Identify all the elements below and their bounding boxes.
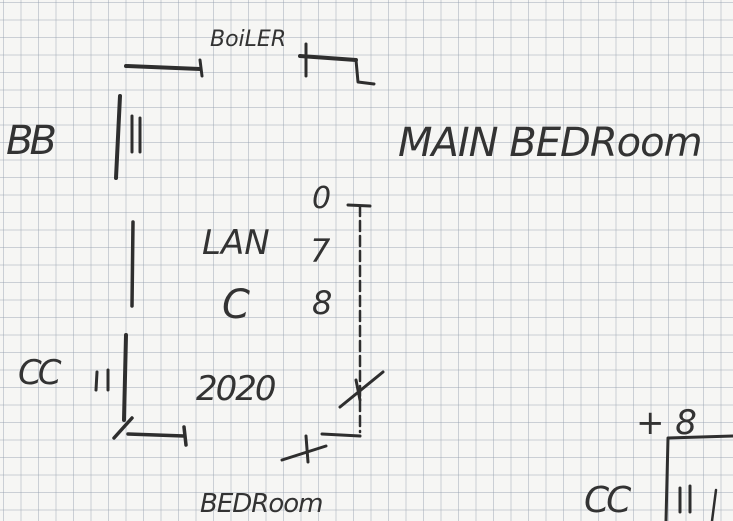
label-bedroom: BEDRoom bbox=[200, 489, 323, 519]
label-c: C bbox=[222, 282, 250, 328]
label-bb: BB bbox=[6, 118, 54, 164]
right-room-inner-wall bbox=[710, 488, 718, 521]
side-mark-7: 7 bbox=[310, 232, 331, 270]
left-wall-upper bbox=[114, 94, 122, 180]
side-mark-8: 8 bbox=[312, 284, 332, 322]
tally-mark-cc-left: II bbox=[94, 368, 110, 392]
label-plus-8: + 8 bbox=[636, 403, 697, 443]
side-mark-0: 0 bbox=[312, 181, 331, 216]
right-room-wall bbox=[664, 434, 733, 521]
label-lan: LAN bbox=[202, 223, 270, 263]
label-main-bedroom: MAIN BEDRoom bbox=[398, 120, 702, 166]
label-year: 2020 bbox=[196, 369, 275, 409]
right-wall-top-cap bbox=[346, 203, 372, 208]
top-wall-hook bbox=[354, 58, 376, 86]
tally-mark-bb: II bbox=[130, 114, 142, 154]
left-wall-middle bbox=[130, 220, 135, 308]
bottom-wall-left bbox=[112, 416, 188, 447]
bottom-wall-right bbox=[280, 432, 362, 464]
right-wall-cross bbox=[338, 370, 385, 409]
left-wall-lower bbox=[122, 333, 128, 422]
top-wall-left bbox=[124, 64, 202, 71]
label-boiler: BoiLER bbox=[210, 27, 286, 52]
label-cc-left: CC bbox=[18, 353, 62, 393]
label-cc-right: CC bbox=[584, 480, 632, 521]
tally-mark-cc-right: II bbox=[678, 484, 692, 514]
top-wall-tick-left bbox=[198, 58, 204, 78]
top-wall-right bbox=[298, 54, 358, 62]
